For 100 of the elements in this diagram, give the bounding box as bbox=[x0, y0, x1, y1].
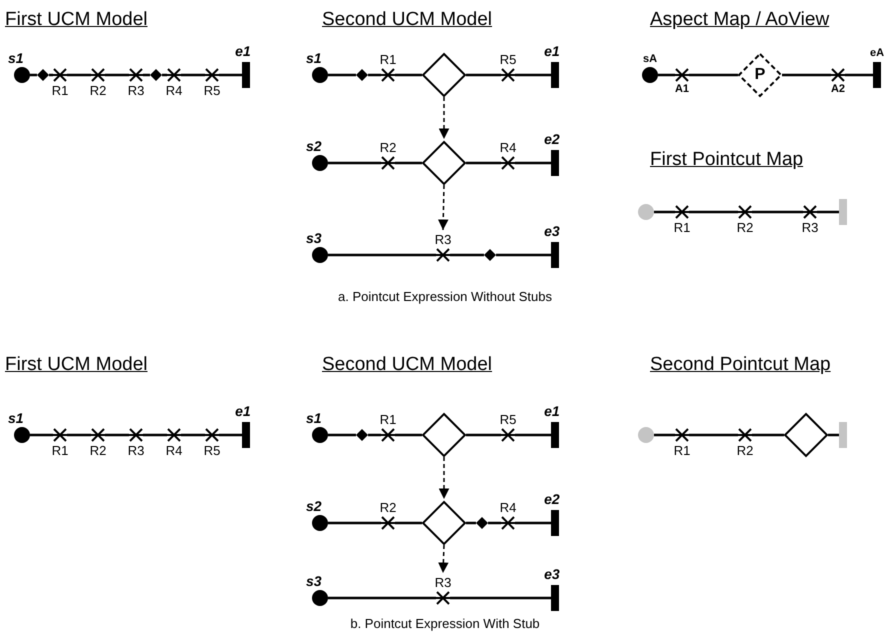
path-line bbox=[395, 74, 422, 76]
path-line bbox=[30, 434, 53, 436]
responsibility-label: R1 bbox=[52, 444, 68, 457]
responsibility-label: R3 bbox=[434, 233, 452, 246]
end-label: e3 bbox=[544, 567, 560, 581]
responsibility-label: R2 bbox=[736, 221, 754, 234]
responsibility-label: A2 bbox=[830, 84, 846, 95]
end-label: eA bbox=[870, 48, 884, 59]
panel-title: First Pointcut Map bbox=[650, 150, 804, 169]
path-line bbox=[782, 74, 831, 76]
path-line bbox=[395, 522, 422, 524]
path-line bbox=[689, 434, 738, 436]
path-line bbox=[654, 434, 675, 436]
path-line bbox=[181, 74, 205, 76]
path-line bbox=[368, 434, 381, 436]
responsibility-label: R3 bbox=[128, 84, 144, 97]
path-line bbox=[30, 74, 37, 76]
responsibility-label: A1 bbox=[674, 84, 690, 95]
path-line bbox=[219, 74, 242, 76]
start-label: s3 bbox=[306, 231, 322, 245]
path-line bbox=[828, 434, 839, 436]
start-label: sA bbox=[642, 54, 658, 65]
path-line bbox=[845, 74, 873, 76]
panel-title: Second UCM Model bbox=[322, 10, 492, 29]
responsibility-label: R1 bbox=[380, 53, 396, 66]
responsibility-label: R5 bbox=[204, 84, 220, 97]
path-line bbox=[328, 74, 356, 76]
start-label: s1 bbox=[306, 51, 322, 65]
caption: a. Pointcut Expression Without Stubs bbox=[338, 290, 552, 303]
responsibility-label: R2 bbox=[380, 501, 396, 514]
panel-title: Aspect Map / AoView bbox=[650, 10, 830, 29]
path-line bbox=[328, 434, 356, 436]
responsibility-label: R1 bbox=[380, 413, 396, 426]
stub-label: P bbox=[754, 67, 766, 83]
path-line bbox=[395, 434, 422, 436]
responsibility-label: R4 bbox=[500, 501, 516, 514]
path-line bbox=[67, 434, 91, 436]
path-line bbox=[328, 254, 436, 256]
caption: b. Pointcut Expression With Stub bbox=[350, 617, 540, 630]
responsibility-label: R5 bbox=[500, 413, 516, 426]
responsibility-label: R5 bbox=[500, 53, 516, 66]
responsibility-label: R2 bbox=[736, 444, 754, 457]
path-line bbox=[105, 434, 129, 436]
dashed-arrow bbox=[438, 544, 449, 574]
end-label: e1 bbox=[235, 404, 251, 418]
path-line bbox=[689, 74, 738, 76]
path-line bbox=[515, 162, 551, 164]
path-line bbox=[515, 434, 551, 436]
panel-title: First UCM Model bbox=[5, 10, 148, 29]
end-label: e2 bbox=[544, 132, 560, 146]
responsibility-label: R4 bbox=[166, 84, 182, 97]
responsibility-label: R5 bbox=[204, 444, 220, 457]
dashed-arrow bbox=[438, 184, 448, 230]
end-label: e1 bbox=[235, 44, 251, 58]
end-label: e1 bbox=[544, 404, 560, 418]
end-label: e1 bbox=[544, 44, 560, 58]
path-line bbox=[395, 162, 422, 164]
path-line bbox=[67, 74, 91, 76]
panel-title: Second UCM Model bbox=[322, 355, 492, 374]
path-line bbox=[488, 522, 501, 524]
path-line bbox=[368, 74, 381, 76]
path-line bbox=[515, 74, 551, 76]
responsibility-label: R4 bbox=[166, 444, 182, 457]
dashed-arrow bbox=[438, 97, 450, 139]
responsibility-label: R1 bbox=[674, 221, 690, 234]
responsibility-label: R3 bbox=[434, 576, 452, 589]
responsibility-label: R2 bbox=[90, 444, 106, 457]
end-label: e2 bbox=[544, 492, 560, 506]
responsibility-label: R1 bbox=[674, 444, 690, 457]
path-line bbox=[658, 74, 675, 76]
path-line bbox=[143, 434, 167, 436]
path-line bbox=[817, 210, 839, 214]
path-line bbox=[162, 74, 167, 76]
dashed-arrow bbox=[438, 457, 450, 499]
path-line bbox=[466, 434, 501, 436]
responsibility-label: R1 bbox=[52, 84, 68, 97]
start-label: s3 bbox=[306, 574, 322, 588]
start-label: s2 bbox=[306, 499, 322, 513]
start-label: s1 bbox=[8, 411, 24, 425]
responsibility-label: R3 bbox=[128, 444, 144, 457]
path-line bbox=[49, 74, 53, 76]
start-label: s2 bbox=[306, 139, 322, 153]
responsibility-label: R3 bbox=[802, 221, 818, 234]
path-line bbox=[515, 522, 551, 524]
path-line bbox=[450, 596, 551, 600]
path-line bbox=[328, 162, 381, 164]
path-line bbox=[752, 434, 784, 436]
path-line bbox=[219, 434, 242, 436]
responsibility-label: R4 bbox=[500, 141, 516, 154]
path-line bbox=[181, 434, 205, 436]
path-line bbox=[466, 522, 476, 524]
start-label: s1 bbox=[8, 51, 24, 65]
path-line bbox=[496, 254, 551, 256]
path-line bbox=[105, 74, 129, 76]
panel-title: First UCM Model bbox=[5, 355, 148, 374]
path-line bbox=[450, 254, 484, 256]
panel-title: Second Pointcut Map bbox=[650, 355, 831, 374]
end-label: e3 bbox=[544, 224, 560, 238]
path-line bbox=[752, 210, 803, 214]
path-line bbox=[689, 210, 738, 214]
